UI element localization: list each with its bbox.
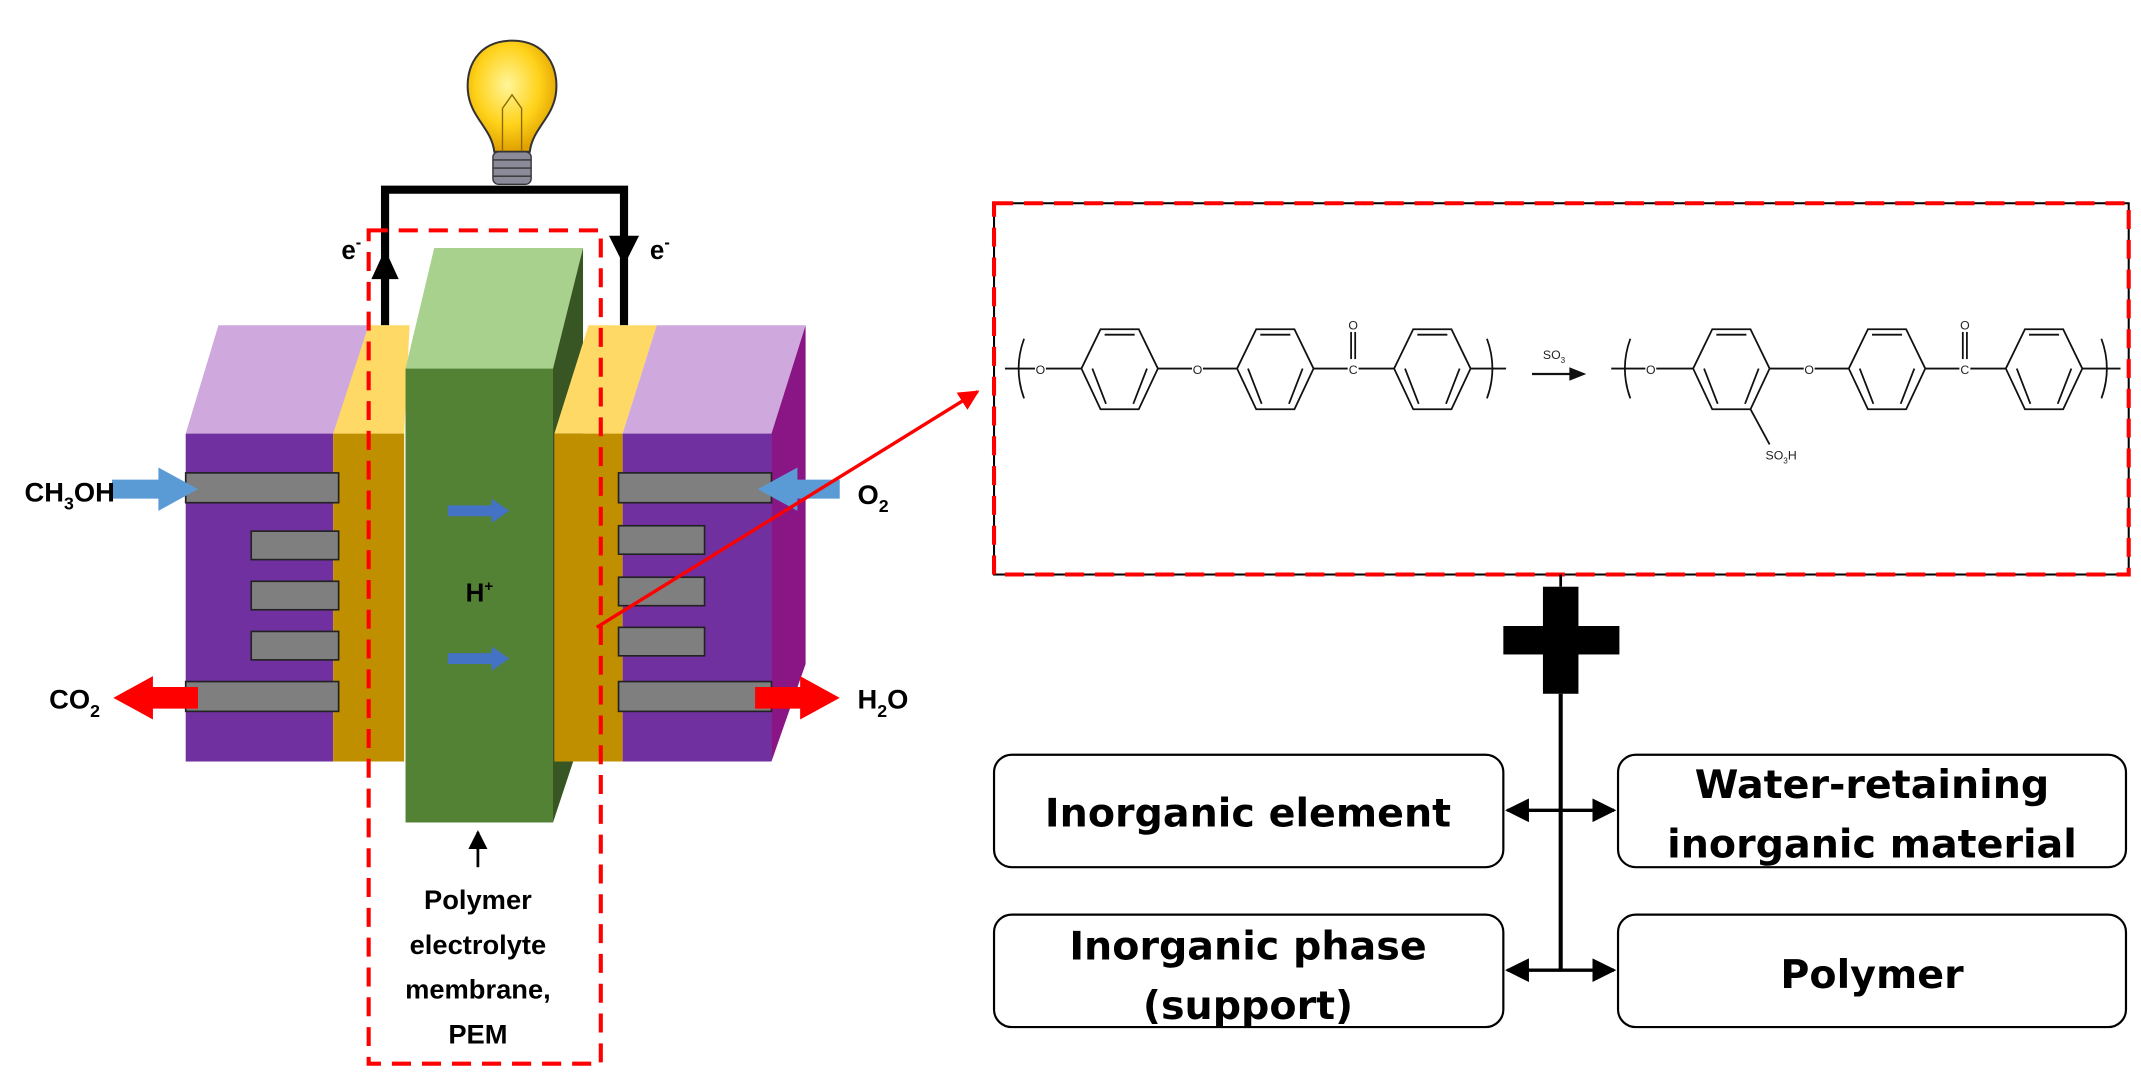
double-bond: [1404, 368, 1420, 405]
double-bond: [1445, 368, 1461, 405]
polymer-bracket: [1017, 338, 1025, 399]
oxygen-in-arrow-icon: [757, 467, 840, 511]
component-label: (support): [1143, 983, 1353, 1029]
component-box-inorganic-phase: Inorganic phase (support): [992, 913, 1505, 1029]
membrane-highlight-box: [366, 228, 603, 1066]
reagent-label: SO3: [1543, 348, 1566, 365]
reaction-arrow-icon: [1569, 367, 1587, 381]
polymer-bracket: [1623, 338, 1632, 399]
sulfonic-bond: [1749, 408, 1771, 445]
chemistry-labels: O O C O O O C O SO3 SO3H: [1036, 318, 1970, 465]
membrane-label-line: PEM: [448, 1018, 507, 1049]
double-bond: [1288, 368, 1304, 405]
proton-arrow-icon: [447, 498, 510, 524]
oxidant-label: O2: [857, 479, 888, 516]
electron-down-arrow-icon: [608, 235, 640, 266]
membrane-label-line: electrolyte: [410, 929, 547, 960]
electron-up-arrow-icon: [371, 249, 399, 280]
component-label: inorganic material: [1667, 822, 2077, 868]
carbonyl-oxygen-label: O: [1960, 318, 1970, 332]
cathode-catalyst-layer: [554, 325, 657, 762]
carbonyl-carbon-label: C: [1960, 363, 1969, 377]
component-label: Water-retaining: [1695, 762, 2050, 808]
co2-label: CO2: [49, 684, 100, 721]
external-circuit: [371, 185, 640, 326]
double-bond: [1132, 368, 1148, 405]
sulfonic-acid-label: SO3H: [1766, 448, 1797, 465]
polymer-bracket: [1486, 338, 1494, 399]
lightbulb-icon: [466, 39, 558, 185]
component-box-inorganic-element: Inorganic element: [992, 753, 1505, 869]
component-label: Polymer: [1780, 952, 1964, 998]
chemistry-panel: [993, 202, 2130, 576]
water-label: H2O: [857, 684, 908, 721]
component-label: Inorganic phase: [1069, 923, 1426, 969]
fuel-in-arrow-icon: [111, 467, 198, 511]
membrane-label-line: membrane,: [405, 974, 551, 1005]
component-box-polymer: Polymer: [1616, 913, 2128, 1029]
ether-oxygen-label: O: [1646, 363, 1656, 377]
double-bond: [1744, 368, 1760, 405]
ether-oxygen-label: O: [1193, 363, 1203, 377]
carbonyl-carbon-label: C: [1349, 363, 1358, 377]
water-out-arrow-icon: [755, 676, 840, 720]
plus-icon: [1503, 586, 1620, 694]
zoom-pointer-arrow: [595, 390, 980, 629]
double-bond: [1858, 368, 1875, 405]
carbonyl-oxygen-label: O: [1348, 318, 1358, 332]
membrane-label-line: Polymer: [424, 884, 532, 915]
fuel-label: CH3OH: [25, 476, 115, 513]
double-bond: [1703, 368, 1719, 405]
proton-label: H+: [466, 578, 494, 608]
polymer-bracket: [2100, 338, 2108, 399]
component-box-water-retaining: Water-retaining inorganic material: [1616, 753, 2128, 869]
double-bond: [2056, 368, 2073, 405]
double-bond: [1247, 368, 1263, 405]
double-bond: [1899, 368, 1916, 405]
double-bond: [2015, 368, 2032, 405]
polymer-electrolyte-membrane: [405, 247, 584, 823]
membrane-label: Polymer electrolyte membrane, PEM: [405, 884, 551, 1049]
sulfonation-reaction: [1004, 328, 2121, 445]
co2-out-arrow-icon: [113, 676, 198, 720]
ether-oxygen-label: O: [1804, 363, 1814, 377]
electron-label-right: e-: [650, 234, 670, 265]
ether-oxygen-label: O: [1036, 363, 1046, 377]
electron-label-left: e-: [341, 234, 361, 265]
component-label: Inorganic element: [1045, 791, 1451, 837]
double-bond: [1091, 368, 1107, 405]
proton-arrow-icon: [447, 646, 510, 671]
